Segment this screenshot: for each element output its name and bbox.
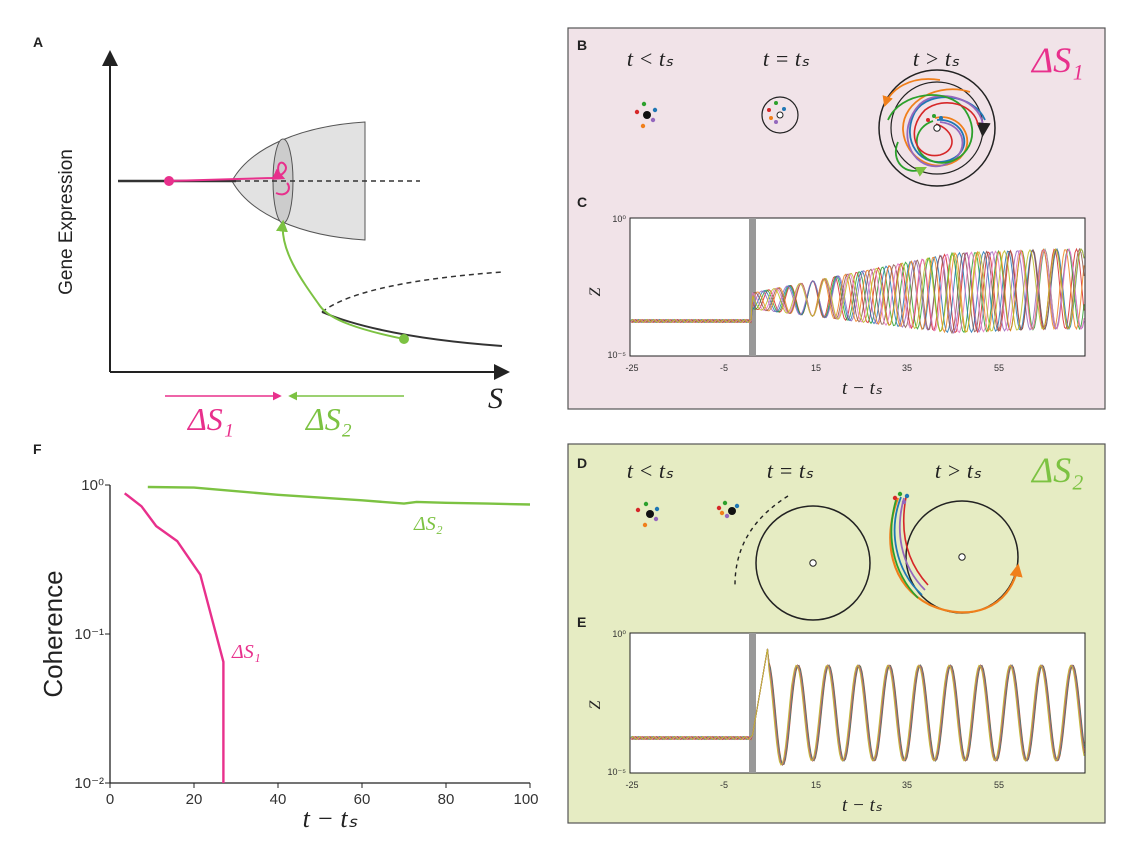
panel-c-trace-5	[630, 247, 1085, 335]
panel-f-label: F	[33, 441, 42, 457]
cell-spiral-after	[878, 69, 996, 187]
panel-f-xtick-4: 60	[354, 791, 371, 808]
panel-d-label: D	[577, 455, 587, 471]
panel-b-tag: ΔS₁	[1030, 40, 1084, 80]
panel-c-ylabel: Z	[587, 286, 604, 296]
panel-a-xlabel: S	[488, 382, 503, 415]
panel-e-ytick-top: 10⁰	[612, 629, 626, 639]
panel-c-traces	[630, 247, 1085, 335]
pink-trajectory	[168, 161, 287, 182]
panel-f-series	[123, 485, 531, 783]
panel-f-xtick-5: 80	[438, 791, 455, 808]
panel-e-xtick-2: -5	[720, 780, 728, 790]
panel-d-header-after: t > tₛ	[935, 458, 982, 483]
panel-c-xtick-1: -25	[625, 363, 638, 373]
panel-b-label: B	[577, 37, 587, 53]
panel-f-tick-marks	[105, 484, 531, 788]
panel-f-series-label-ds2: ΔS₂	[413, 513, 443, 535]
green-trajectory	[276, 219, 405, 340]
panel-a: A Gene Expression S ΔS₁ ΔS₂	[33, 34, 510, 437]
panel-e-trace-7	[630, 648, 1085, 766]
lower-stable-branch	[321, 311, 503, 347]
pink-start-point	[164, 176, 174, 186]
panel-e-plot-area	[629, 632, 1086, 774]
panel-c-xtick-2: -5	[720, 363, 728, 373]
panel-e-xtick-4: 35	[902, 780, 912, 790]
cell-cluster-before	[634, 101, 658, 129]
panel-f-xtick-1: 0	[106, 791, 114, 808]
panel-b-header-after: t > tₛ	[913, 46, 960, 71]
panel-b: B t < tₛ t = tₛ t > tₛ ΔS₁	[577, 37, 1084, 187]
cell-cluster-before-d	[635, 501, 660, 528]
panel-c-xtick-3: 15	[811, 363, 821, 373]
panel-d-header-before: t < tₛ	[627, 458, 674, 483]
panel-f-series-label-ds1: ΔS₁	[231, 641, 261, 663]
panel-b-header-at: t = tₛ	[763, 46, 810, 71]
delta-s2-label: ΔS₂	[304, 401, 352, 437]
panel-f: F 10⁰ 10⁻¹ 10⁻² 0 20 40 60 80 100 Cohere…	[33, 441, 539, 833]
panel-e-xtick-5: 55	[994, 780, 1004, 790]
coherence-line-ds1	[123, 492, 225, 783]
panel-c-ytick-top: 10⁰	[612, 214, 626, 224]
panel-c-switch-band	[749, 218, 756, 356]
panel-e-xtick-1: -25	[625, 780, 638, 790]
pink-spiral	[275, 182, 290, 196]
panel-c-trace-7	[630, 247, 1085, 333]
cell-cluster-at	[761, 96, 799, 134]
panel-a-label: A	[33, 34, 43, 50]
panel-a-ylabel: Gene Expression	[56, 149, 77, 295]
panel-e-label: E	[577, 614, 586, 630]
panel-d: D t < tₛ t = tₛ t > tₛ ΔS₂	[577, 450, 1084, 621]
panel-c-xtick-4: 35	[902, 363, 912, 373]
panel-e: E 10⁰ 10⁻⁵ Z -25 -5 15 35 55 t − tₛ	[577, 614, 1086, 816]
panel-b-header-before: t < tₛ	[627, 46, 674, 71]
panel-d-tag: ΔS₂	[1030, 450, 1084, 490]
delta-s1-label: ΔS₁	[186, 401, 234, 437]
green-start-point	[399, 334, 409, 344]
panel-f-ylabel: Coherence	[38, 570, 68, 697]
panel-c-label: C	[577, 194, 587, 210]
panel-d-header-at: t = tₛ	[767, 458, 814, 483]
coherence-line-ds2	[147, 485, 531, 506]
panel-f-xlabel: t − tₛ	[303, 804, 358, 833]
panel-e-xlabel: t − tₛ	[842, 795, 883, 816]
panel-f-ytick-3: 10⁻²	[74, 775, 104, 792]
panel-e-traces	[630, 648, 1085, 766]
panel-f-ytick-1: 10⁰	[81, 477, 104, 494]
panel-e-switch-band	[749, 633, 756, 773]
cell-cluster-at-d	[716, 495, 871, 621]
panel-c-xtick-5: 55	[994, 363, 1004, 373]
panel-e-xtick-3: 15	[811, 780, 821, 790]
cell-trajectory-after-d	[889, 491, 1023, 614]
panel-e-ylabel: Z	[587, 699, 604, 709]
lower-unstable-branch	[321, 271, 503, 313]
panel-f-xtick-3: 40	[270, 791, 287, 808]
panel-f-xtick-2: 20	[186, 791, 203, 808]
panel-c: C 10⁰ 10⁻⁵ Z -25 -5 15 35 55 t − tₛ	[577, 194, 1086, 399]
panel-f-xtick-6: 100	[513, 791, 538, 808]
panel-f-ytick-2: 10⁻¹	[74, 626, 104, 643]
panel-c-ytick-bottom: 10⁻⁵	[608, 350, 627, 360]
panel-c-xlabel: t − tₛ	[842, 378, 883, 399]
panel-e-ytick-bottom: 10⁻⁵	[608, 767, 627, 777]
